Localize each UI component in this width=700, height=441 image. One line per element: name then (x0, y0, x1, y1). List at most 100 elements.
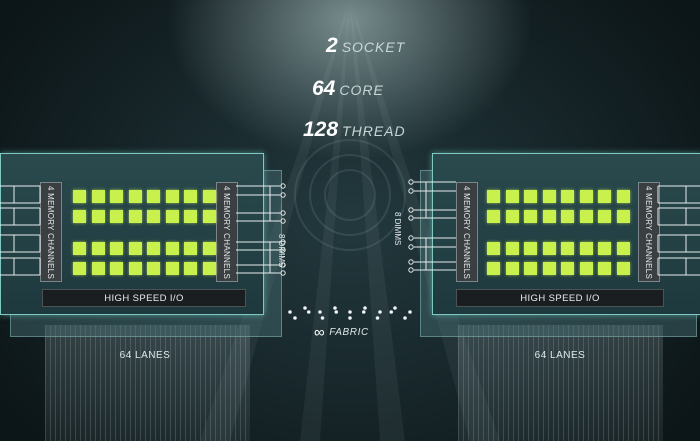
fabric-link-dot (363, 306, 367, 310)
right-cpu-core (616, 210, 630, 223)
left-cpu-core (128, 190, 142, 203)
right-cpu-core (487, 262, 500, 275)
left-cpu-core (91, 210, 105, 223)
dimm-connector (408, 259, 414, 265)
fabric-link-dot (293, 316, 297, 320)
stat-core-unit: CORE (339, 82, 384, 98)
dimm-connector (408, 244, 414, 250)
left-lanes-beam (45, 325, 250, 441)
right-cpu-core (487, 242, 500, 255)
dimm-connector (280, 239, 286, 245)
stat-socket-unit: SOCKET (341, 39, 406, 55)
fabric-link-dot (333, 306, 337, 310)
dimm-connector (408, 215, 414, 221)
left-cpu-core (110, 210, 123, 223)
fabric-link-dot (318, 310, 322, 314)
fabric-link-dot (348, 316, 352, 320)
right-cpu-high-speed-io: HIGH SPEED I/O (456, 289, 664, 307)
right-cpu-core (579, 210, 593, 223)
fabric-link-dot (334, 310, 339, 314)
right-cpu-core (505, 190, 519, 203)
right-cpu-core (487, 210, 500, 223)
infinity-icon: ∞ (314, 324, 326, 341)
fabric-link-dot (306, 310, 311, 314)
right-cpu-core (616, 242, 630, 255)
fabric-link-dot (288, 310, 292, 314)
dimm-connector (280, 247, 286, 253)
left-cpu-core (165, 210, 179, 223)
right-cpu-core (505, 242, 519, 255)
left-cpu-core (73, 242, 86, 255)
right-cpu-core (598, 262, 611, 275)
left-cpu-core (73, 210, 86, 223)
fabric-link-dot (348, 310, 352, 314)
left-cpu-core (202, 210, 216, 223)
right-cpu-core (616, 190, 630, 203)
stat-thread-number: 128 (303, 118, 339, 141)
left-lanes-label: 64 LANES (119, 350, 171, 361)
stat-socket-number: 2 (326, 34, 338, 57)
fabric-link-dot (361, 310, 366, 314)
left-cpu-core (110, 262, 123, 275)
right-cpu-core (524, 262, 537, 275)
left-cpu-core (147, 190, 160, 203)
fabric-link-dot (320, 316, 325, 320)
dimm-connector (280, 270, 286, 276)
left-cpu-core (91, 190, 105, 203)
right-cpu-core (524, 242, 537, 255)
right-cpu-core (616, 262, 630, 275)
left-cpu-core (165, 190, 179, 203)
stat-thread-unit: THREAD (342, 123, 406, 139)
left-cpu-core (165, 262, 179, 275)
fabric-label: FABRIC (329, 327, 369, 338)
right-cpu-core (524, 210, 537, 223)
dimm-connector (280, 262, 286, 268)
left-cpu-memory-channels-left: 4 MEMORY CHANNELS (40, 182, 62, 282)
left-cpu-core (91, 262, 105, 275)
dimm-connector (408, 235, 414, 241)
dimm-connector (408, 267, 414, 273)
left-cpu-core (202, 242, 216, 255)
right-cpu-core (598, 190, 611, 203)
stat-core-number: 64 (312, 77, 336, 100)
left-cpu-core (184, 210, 197, 223)
fabric-link-dot (375, 316, 380, 320)
right-cpu-core (598, 242, 611, 255)
right-cpu-core (524, 190, 537, 203)
right-cpu-memory-channels-left: 4 MEMORY CHANNELS (456, 182, 478, 282)
right-cpu-core (561, 262, 574, 275)
fabric-link-dot (303, 306, 307, 310)
left-cpu-core (128, 210, 142, 223)
left-cpu-core (184, 242, 197, 255)
left-cpu-core (165, 242, 179, 255)
left-cpu-core (91, 242, 105, 255)
left-cpu-core (184, 262, 197, 275)
right-cpu-memory-channels-right: 4 MEMORY CHANNELS (638, 182, 660, 282)
left-cpu-core (147, 242, 160, 255)
right-cpu-core (542, 190, 556, 203)
right-cpu-core (561, 190, 574, 203)
left-cpu-high-speed-io: HIGH SPEED I/O (42, 289, 246, 307)
right-cpu-core (598, 210, 611, 223)
left-cpu-core (110, 242, 123, 255)
left-cpu-core (202, 190, 216, 203)
left-cpu-core (202, 262, 216, 275)
right-cpu-core (487, 190, 500, 203)
left-cpu-core (128, 262, 142, 275)
dimm-connector (408, 207, 414, 213)
fabric-link-dot (403, 316, 407, 320)
left-cpu-core (147, 262, 160, 275)
right-cpu-core (561, 242, 574, 255)
right-lanes-label: 64 LANES (534, 350, 586, 361)
right-lanes-beam (458, 325, 663, 441)
fabric-link-dot (389, 310, 394, 314)
right-cpu-core (542, 210, 556, 223)
dimm-connector (280, 183, 286, 189)
dimm-connector (280, 210, 286, 216)
dimm-connector (408, 179, 414, 185)
dimm-connector (280, 192, 286, 198)
fabric-link-dot (393, 306, 397, 310)
